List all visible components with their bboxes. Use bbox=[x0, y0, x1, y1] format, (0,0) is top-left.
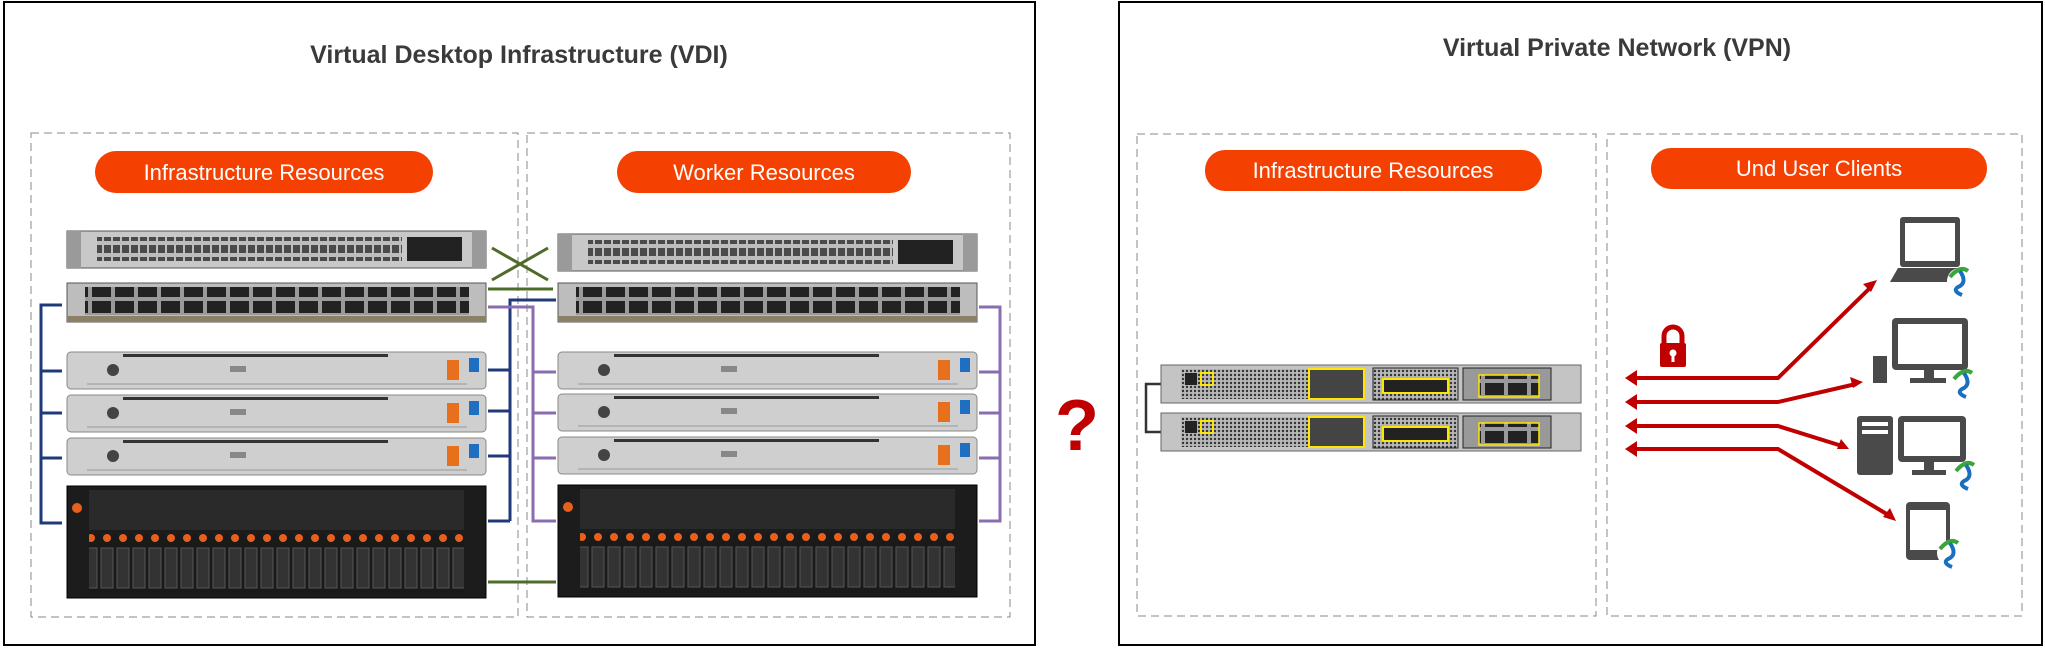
desktop-monitor-icon bbox=[1873, 318, 1979, 399]
vpn-clients-label: Und User Clients bbox=[1736, 156, 1902, 181]
tunnel-laptop bbox=[1632, 284, 1874, 380]
worker-purple-links bbox=[488, 305, 556, 523]
vpn-firewall-2 bbox=[1160, 412, 1582, 452]
vpn-client-icon bbox=[1951, 460, 1981, 491]
infra-hyperflex-node-3 bbox=[66, 437, 487, 476]
vpn-infrastructure-pill bbox=[1205, 150, 1542, 191]
worker-hyperflex-node-1 bbox=[557, 351, 978, 390]
vpn-tunnels bbox=[1632, 284, 1892, 518]
infra-blue-bracket bbox=[39, 303, 62, 525]
worker-hyperflex-node-3 bbox=[557, 436, 978, 475]
vdi-worker-label: Worker Resources bbox=[673, 160, 855, 185]
vdi-infrastructure-pill bbox=[95, 151, 433, 193]
vdi-title: Virtual Desktop Infrastructure (VDI) bbox=[310, 41, 728, 69]
vdi-infrastructure-zone bbox=[30, 132, 519, 618]
infra-fabric-interconnect bbox=[66, 282, 487, 323]
workstation-icon bbox=[1857, 416, 1981, 491]
firewall-cluster-link bbox=[1144, 382, 1161, 434]
vdi-links bbox=[39, 246, 1002, 584]
vpn-clients-pill bbox=[1651, 148, 1987, 189]
vdi-panel bbox=[3, 1, 1036, 646]
vpn-client-icon bbox=[1945, 266, 1975, 297]
vdi-worker-pill bbox=[617, 151, 911, 193]
vdi-infrastructure-label: Infrastructure Resources bbox=[144, 160, 385, 185]
vpn-title: Virtual Private Network (VPN) bbox=[1443, 34, 1791, 62]
infra-to-worker-blue-link bbox=[488, 298, 556, 523]
lock-icon bbox=[1660, 324, 1686, 367]
vpn-firewall-1 bbox=[1160, 364, 1582, 404]
green-interconnect bbox=[488, 246, 556, 584]
comparison-question-mark: ? bbox=[1055, 386, 1099, 466]
infra-storage-array bbox=[66, 485, 487, 599]
vpn-client-icon bbox=[1935, 538, 1965, 569]
worker-storage-array bbox=[557, 484, 978, 598]
worker-access-switch bbox=[557, 233, 978, 272]
worker-fabric-interconnect bbox=[557, 282, 978, 323]
vpn-client-icon bbox=[1949, 368, 1979, 399]
tunnel-workstation bbox=[1632, 424, 1843, 448]
infra-hyperflex-node-1 bbox=[66, 351, 487, 390]
vpn-clients-zone bbox=[1606, 133, 2023, 617]
worker-hyperflex-node-2 bbox=[557, 393, 978, 432]
tunnel-desktop bbox=[1632, 382, 1857, 404]
arrowheads bbox=[1625, 280, 1896, 521]
tablet-icon bbox=[1906, 502, 1965, 569]
tunnel-tablet bbox=[1632, 447, 1892, 518]
worker-purple-bracket bbox=[979, 305, 1002, 523]
vpn-infrastructure-label: Infrastructure Resources bbox=[1253, 158, 1494, 183]
vdi-worker-zone bbox=[526, 132, 1011, 618]
infra-access-switch bbox=[66, 230, 487, 269]
vpn-panel bbox=[1118, 1, 2043, 646]
infra-hyperflex-node-2 bbox=[66, 394, 487, 433]
vpn-infrastructure-zone bbox=[1136, 133, 1597, 617]
laptop-icon bbox=[1890, 217, 1975, 297]
